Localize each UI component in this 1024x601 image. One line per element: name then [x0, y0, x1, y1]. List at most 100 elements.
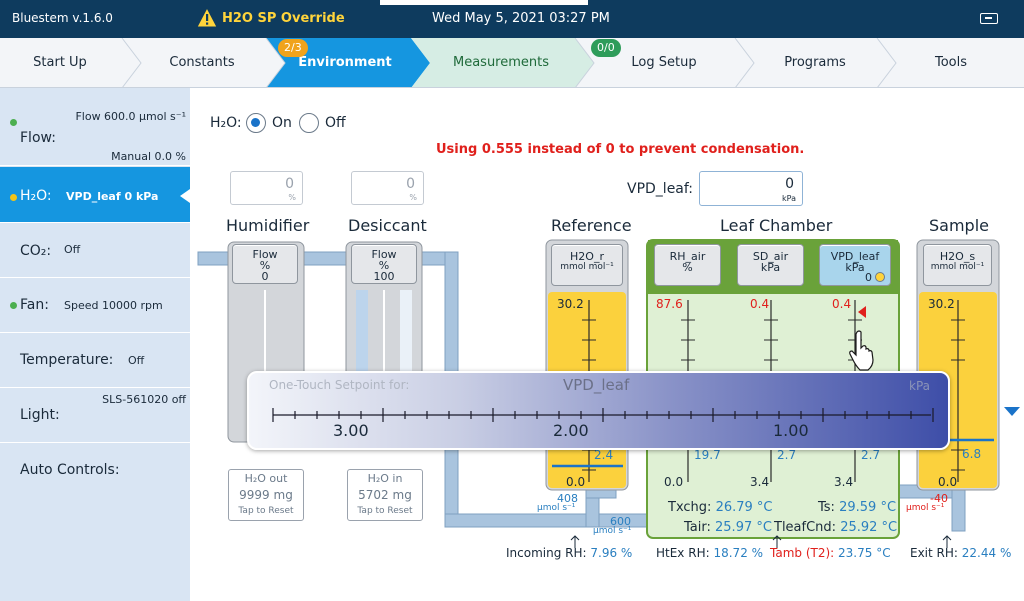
htex-rh-value: 18.72 % [713, 546, 764, 560]
app-version: Bluestem v.1.6.0 [12, 11, 113, 25]
rh-air-current-value: 19.7 [694, 448, 721, 462]
desiccant-percent-value: 0 [406, 176, 415, 192]
incoming-rh-readout: Incoming RH: 7.96 % [506, 546, 632, 560]
setpoint-tick-3: 3.00 [333, 421, 369, 440]
h2o-off-label[interactable]: Off [325, 115, 346, 131]
log-setup-badge: 0/0 [591, 39, 621, 57]
reference-flow-value: 408 [557, 492, 578, 505]
tleaf-label: TleafCnd: [774, 520, 837, 535]
warning-icon [196, 7, 218, 28]
rh-air-button[interactable]: RH_air % [654, 244, 721, 286]
temperature-value: Off [128, 354, 145, 367]
sidebar-item-label: Auto Controls: [20, 462, 120, 478]
sidebar-item-auto-controls[interactable]: Auto Controls: [0, 443, 190, 498]
leaf-chamber-title: Leaf Chamber [720, 216, 833, 235]
environment-badge: 2/3 [278, 39, 308, 57]
h2o-in-counter[interactable]: H₂O in 5702 mg Tap to Reset [347, 469, 423, 521]
counter-label: H₂O out [244, 472, 288, 485]
h2o-out-counter[interactable]: H₂O out 9999 mg Tap to Reset [228, 469, 304, 521]
sidebar-item-h2o[interactable]: H₂O: VPD_leaf 0 kPa [0, 167, 190, 223]
humidifier-flow-button[interactable]: Flow % 0 [232, 244, 298, 284]
sample-title: Sample [929, 216, 989, 235]
sidebar: Flow: Flow 600.0 µmol s⁻¹ Manual 0.0 % H… [0, 88, 190, 601]
desiccant-percent-unit: % [409, 193, 417, 202]
selected-pointer [180, 189, 190, 203]
humidifier-percent-value: 0 [285, 176, 294, 192]
h2o-on-label[interactable]: On [272, 115, 292, 131]
top-bar [0, 0, 1024, 38]
fan-value: Speed 10000 rpm [64, 299, 163, 312]
reference-h2o-button[interactable]: H2O_r mmol mol⁻¹ [551, 244, 623, 286]
setpoint-title: One-Touch Setpoint for: [269, 378, 410, 392]
btn-unit: % [259, 259, 271, 272]
tab-constants[interactable]: Constants [169, 55, 235, 70]
pipe-exit [951, 484, 966, 532]
h2o-label: H₂O: [210, 115, 242, 131]
vpd-leaf-input[interactable]: 0 kPa [699, 171, 803, 206]
sidebar-item-flow[interactable]: Flow: Flow 600.0 µmol s⁻¹ Manual 0.0 % [0, 88, 190, 166]
tab-environment[interactable]: Environment [298, 55, 392, 70]
h2o-off-radio[interactable] [299, 113, 319, 133]
sidebar-item-light[interactable]: Light: SLS-561020 off [0, 388, 190, 443]
co2-value: Off [64, 243, 81, 256]
sample-flow-value: -40 [930, 492, 948, 505]
setpoint-param: VPD_leaf [563, 376, 630, 394]
btn-label: SD_air [752, 250, 789, 263]
tab-measurements[interactable]: Measurements [452, 55, 550, 70]
ts-value: 29.59 °C [839, 500, 897, 515]
override-status[interactable]: H2O SP Override [222, 11, 345, 26]
txchg-label: Txchg: [668, 500, 712, 515]
h2o-on-radio[interactable] [246, 113, 266, 133]
battery-icon[interactable] [980, 13, 998, 24]
btn-label: H2O_s [939, 250, 976, 263]
tab-start-up[interactable]: Start Up [33, 55, 87, 70]
sample-h2o-button[interactable]: H2O_s mmol mol⁻¹ [923, 244, 992, 286]
tamb-label: Tamb (T2): [770, 546, 835, 560]
vpd-leaf-button[interactable]: VPD_leaf kPa 0 [819, 244, 891, 286]
tab-tools[interactable]: Tools [934, 55, 968, 70]
scroll-down-icon[interactable] [1004, 405, 1020, 417]
flow-mode: Manual 0.0 % [111, 150, 186, 163]
tab-bar: Start Up Constants Environment Measureme… [0, 38, 1024, 88]
main-flow-unit: µmol s⁻¹ [593, 526, 632, 536]
ts-label: Ts: [818, 500, 835, 515]
datetime: Wed May 5, 2021 03:27 PM [432, 11, 610, 26]
pipe-hum-des [299, 251, 351, 266]
sidebar-item-label: H₂O: [20, 188, 52, 204]
sidebar-item-label: Flow: [20, 130, 56, 146]
ts-readout: Ts: 29.59 °C [818, 500, 896, 515]
setpoint-tick-2: 2.00 [553, 421, 589, 440]
humidifier-title: Humidifier [226, 216, 310, 235]
htex-rh-label: HtEx RH: [656, 546, 710, 560]
btn-value: 0 [261, 270, 269, 283]
hand-cursor-icon [849, 330, 874, 371]
counter-reset-label: Tap to Reset [238, 506, 294, 516]
counter-label: H₂O in [367, 472, 403, 485]
vpd-current-value: 2.7 [861, 448, 881, 462]
pipe-bottom [444, 513, 600, 528]
counter-value: 5702 mg [358, 488, 412, 502]
btn-unit: % [682, 261, 693, 274]
tab-log-setup[interactable]: Log Setup [631, 55, 697, 70]
tleaf-readout: TleafCnd: 25.92 °C [774, 520, 897, 535]
tair-readout: Tair: 25.97 °C [684, 520, 772, 535]
incoming-rh-label: Incoming RH: [506, 546, 587, 560]
tleaf-value: 25.92 °C [840, 520, 898, 535]
desiccant-percent-input[interactable]: 0 % [351, 171, 424, 205]
htex-rh-readout: HtEx RH: 18.72 % [656, 546, 763, 560]
sidebar-item-label: Temperature: [20, 352, 114, 368]
reference-top-value: 30.2 [557, 297, 584, 311]
one-touch-setpoint-slider[interactable]: One-Touch Setpoint for: VPD_leaf kPa 3.0… [247, 371, 950, 450]
condensation-warning: Using 0.555 instead of 0 to prevent cond… [436, 142, 805, 157]
sidebar-item-fan[interactable]: Fan: Speed 10000 rpm [0, 278, 190, 333]
sd-air-button[interactable]: SD_air kPa [737, 244, 804, 286]
reference-current-value: 2.4 [594, 448, 614, 462]
reference-title: Reference [551, 216, 632, 235]
tab-programs[interactable]: Programs [784, 55, 846, 70]
status-strip [380, 0, 588, 5]
reference-flow-unit: µmol s⁻¹ [537, 503, 576, 513]
sidebar-item-temperature[interactable]: Temperature: Off [0, 333, 190, 388]
desiccant-flow-button[interactable]: Flow % 100 [351, 244, 417, 284]
humidifier-percent-input[interactable]: 0 % [230, 171, 303, 205]
sidebar-item-co2[interactable]: CO₂: Off [0, 223, 190, 278]
